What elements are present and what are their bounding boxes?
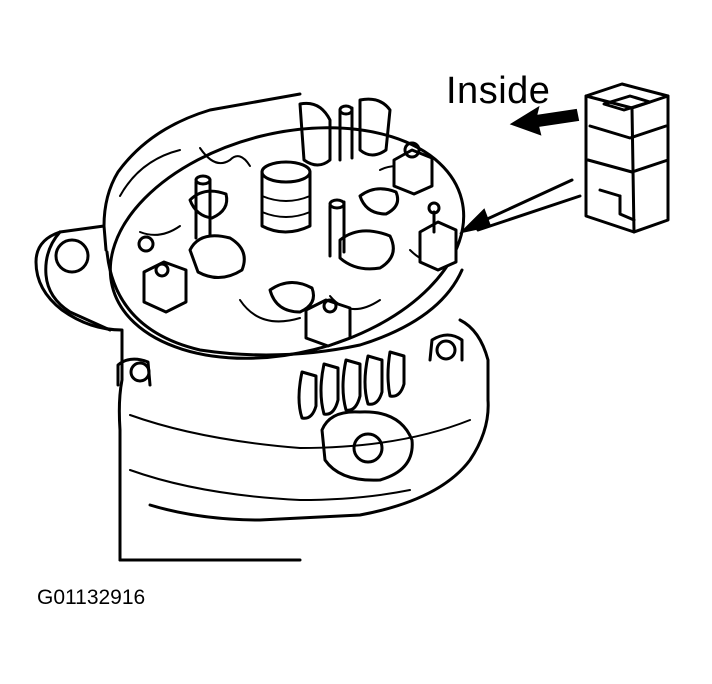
figure-id: G01132916	[37, 586, 146, 609]
direction-arrows	[458, 105, 582, 234]
inside-callout-label: Inside	[446, 70, 551, 112]
insulator-part	[584, 82, 670, 234]
rear-end-frame	[105, 97, 466, 360]
alternator-housing	[34, 92, 490, 562]
